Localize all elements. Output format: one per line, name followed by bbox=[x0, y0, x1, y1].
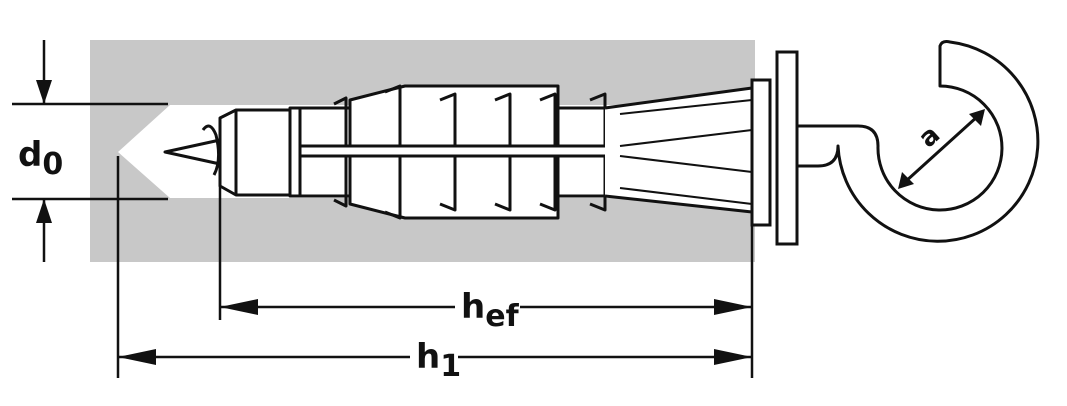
hook bbox=[795, 40, 1040, 243]
dim-d0-label: d0 bbox=[18, 135, 63, 182]
dowel-front-collar bbox=[218, 108, 292, 197]
extension-lines bbox=[116, 130, 754, 378]
dim-h1 bbox=[118, 349, 752, 365]
dim-h1-label: h1 bbox=[416, 337, 461, 384]
dim-d0 bbox=[12, 40, 168, 262]
screw-shank-taper bbox=[604, 86, 754, 214]
dim-hef-label: hef bbox=[461, 287, 520, 334]
dim-hef bbox=[220, 299, 752, 315]
screw-thread-start bbox=[201, 124, 221, 176]
anchor-dowel bbox=[163, 84, 754, 220]
washer-inner bbox=[750, 78, 772, 227]
washer-outer bbox=[775, 50, 799, 246]
dim-a bbox=[898, 109, 985, 189]
dowel-center-slot bbox=[298, 144, 622, 158]
shank-lines bbox=[619, 99, 753, 205]
substrate-block bbox=[90, 40, 755, 262]
screw-tip bbox=[163, 138, 222, 166]
